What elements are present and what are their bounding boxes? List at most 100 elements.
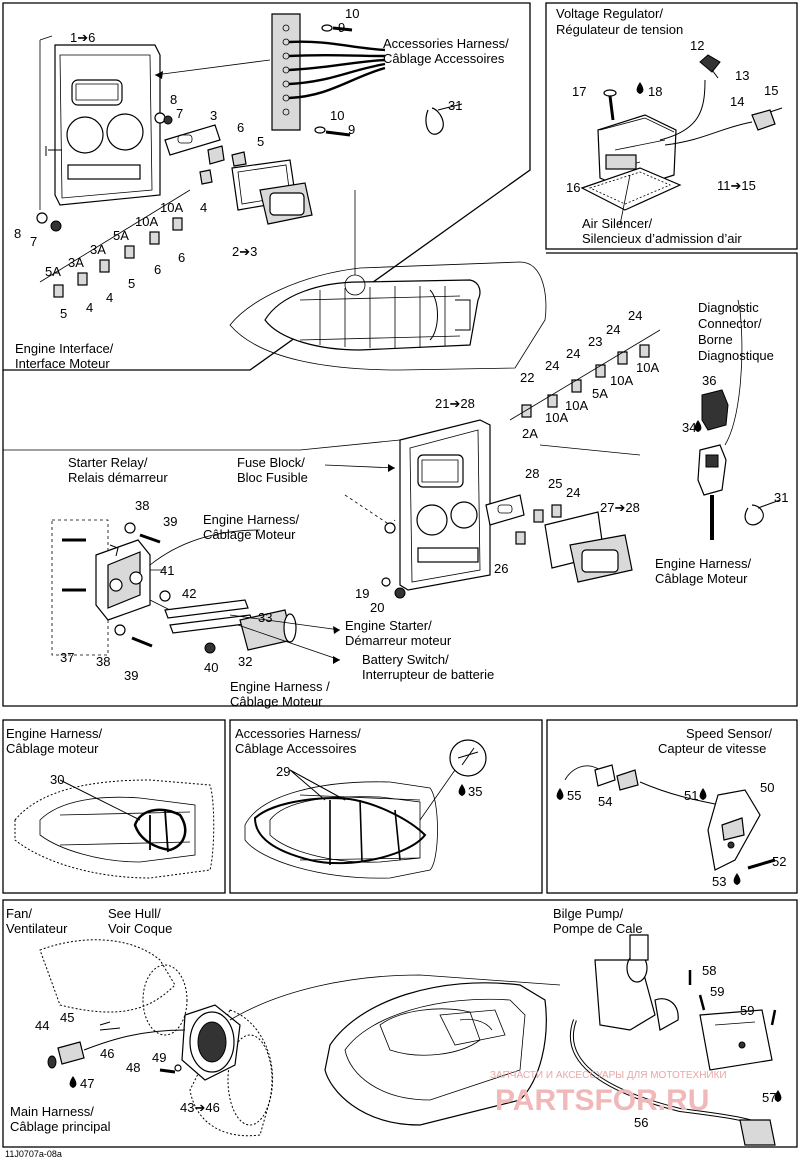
callout: 13 xyxy=(735,68,749,83)
label-main-harness-fr: Câblage principal xyxy=(10,1119,111,1134)
callout: 39 xyxy=(124,668,138,683)
watermark: ЗАПЧАСТИ И АКСЕССУАРЫ ДЛЯ МОТОТЕХНИКИ PA… xyxy=(490,1070,727,1117)
fuse-block xyxy=(399,419,491,591)
speed-sensor-connector-b xyxy=(616,769,639,791)
labels: Voltage Regulator/ Régulateur de tension… xyxy=(5,6,774,1159)
label-accessories-harness-fr: Câblage Accessoires xyxy=(383,51,505,66)
callout: 35 xyxy=(468,784,482,799)
callout: 3A xyxy=(90,242,106,257)
callout: 5A xyxy=(45,264,61,279)
bilge-boat-diagram xyxy=(229,934,777,1146)
boat-top-view xyxy=(229,190,547,371)
label-engine-harness-bottom-fr: Câblage Moteur xyxy=(230,694,323,709)
fan-diagram xyxy=(39,939,274,1137)
callout: 5A xyxy=(592,386,608,401)
label-speed-sensor-en: Speed Sensor/ xyxy=(686,726,772,741)
callout: 5 xyxy=(257,134,264,149)
fan-hose-upper xyxy=(39,939,176,1013)
callout: 51 xyxy=(684,788,698,803)
callout: 11➔15 xyxy=(717,178,756,193)
callout: 17 xyxy=(572,84,586,99)
callout-numbers: 1➔6 10 9 8 7 3 6 5 4 2➔3 10 9 31 8 7 10A… xyxy=(14,6,788,1130)
label-main-harness-en: Main Harness/ xyxy=(10,1104,94,1119)
callout: 5A xyxy=(113,228,129,243)
callout: 54 xyxy=(598,794,612,809)
label-fan-fr: Ventilateur xyxy=(6,921,68,936)
callout: 10A xyxy=(160,200,183,215)
callout: 8 xyxy=(14,226,21,241)
label-bilge-pump-fr: Pompe de Cale xyxy=(553,921,643,936)
diagnostic-group xyxy=(539,299,781,540)
callout: 12 xyxy=(690,38,704,53)
interface-port-left xyxy=(66,116,104,154)
label-engine-harness-box-fr: Câblage moteur xyxy=(6,741,99,756)
gasket xyxy=(164,124,221,156)
callout: 41 xyxy=(160,563,174,578)
engine-interface-group xyxy=(36,13,463,298)
watermark-brand: PARTSFOR.RU xyxy=(495,1084,709,1117)
callout: 24 xyxy=(545,358,559,373)
callout: 20 xyxy=(370,600,384,615)
label-see-hull-en: See Hull/ xyxy=(108,906,161,921)
main-panel xyxy=(2,252,798,707)
label-fuse-block-en: Fuse Block/ xyxy=(237,455,305,470)
label-accessories-harness-box-fr: Câblage Accessoires xyxy=(235,741,357,756)
label-bilge-pump-en: Bilge Pump/ xyxy=(553,906,623,921)
callout: 59 xyxy=(740,1003,754,1018)
label-voltage-regulator-en: Voltage Regulator/ xyxy=(556,6,663,21)
callout: 19 xyxy=(355,586,369,601)
label-engine-harness-right-fr: Câblage Moteur xyxy=(655,571,748,586)
label-starter-relay-fr: Relais démarreur xyxy=(68,470,168,485)
fan-connector xyxy=(57,1041,85,1065)
callout: 18 xyxy=(648,84,662,99)
callout: 5 xyxy=(128,276,135,291)
label-engine-interface-fr: Interface Moteur xyxy=(15,356,110,371)
callout: 32 xyxy=(238,654,252,669)
callout: 43➔46 xyxy=(180,1100,220,1115)
callout: 6 xyxy=(178,250,185,265)
callout: 24 xyxy=(566,346,580,361)
label-fan-en: Fan/ xyxy=(6,906,32,921)
callout: 10 xyxy=(345,6,359,21)
callout: 34 xyxy=(682,420,696,435)
callout: 7 xyxy=(30,234,37,249)
label-diagnostic-1: Diagnostic xyxy=(698,300,759,315)
callout: 58 xyxy=(702,963,716,978)
callout: 29 xyxy=(276,764,290,779)
callout: 38 xyxy=(135,498,149,513)
callout: 33 xyxy=(258,610,272,625)
callout: 2➔3 xyxy=(232,244,257,259)
engine-interface-panel xyxy=(2,2,531,371)
accessories-harness-diagram xyxy=(244,739,487,879)
callout: 4 xyxy=(200,200,207,215)
callout: 10A xyxy=(565,398,588,413)
callout: 15 xyxy=(764,83,778,98)
fuse-block-group xyxy=(3,329,661,599)
callout: 47 xyxy=(80,1076,94,1091)
callout: 27➔28 xyxy=(600,500,640,515)
label-diagnostic-4: Diagnostique xyxy=(698,348,774,363)
engine-harness-box xyxy=(2,719,226,894)
callout: 48 xyxy=(126,1060,140,1075)
label-engine-harness-mid-fr: Câblage Moteur xyxy=(203,527,296,542)
footer-code: 11J0707a-08a xyxy=(5,1149,62,1159)
label-engine-harness-bottom-en: Engine Harness / xyxy=(230,679,330,694)
accessories-harness-box xyxy=(229,719,543,894)
callout: 36 xyxy=(702,373,716,388)
callout: 24 xyxy=(566,485,580,500)
callout: 21➔28 xyxy=(435,396,475,411)
label-see-hull-fr: Voir Coque xyxy=(108,921,172,936)
callout: 16 xyxy=(566,180,580,195)
callout: 3 xyxy=(210,108,217,123)
label-voltage-regulator-fr: Régulateur de tension xyxy=(556,22,683,37)
callout: 46 xyxy=(100,1046,114,1061)
callout: 3A xyxy=(68,255,84,270)
speed-sensor-connector-a xyxy=(594,764,616,787)
speed-sensor-diagram xyxy=(564,764,776,871)
callout: 10A xyxy=(135,214,158,229)
callout: 10A xyxy=(545,410,568,425)
callout: 50 xyxy=(760,780,774,795)
callout: 10 xyxy=(330,108,344,123)
label-fuse-block-fr: Bloc Fusible xyxy=(237,470,308,485)
